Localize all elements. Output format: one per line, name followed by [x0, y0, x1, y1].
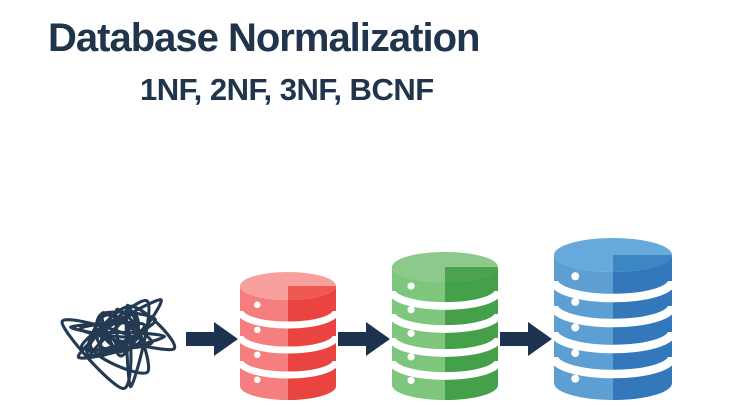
database-blue-icon [554, 238, 672, 400]
page-subtitle: 1NF, 2NF, 3NF, BCNF [140, 72, 434, 107]
right-arrow-icon [338, 320, 390, 358]
page-title: Database Normalization [48, 16, 480, 60]
normalization-flow-diagram [52, 238, 672, 400]
right-arrow-icon [186, 320, 238, 358]
database-green-icon [392, 252, 498, 400]
database-red-icon [240, 272, 336, 400]
tangled-scribble-icon [52, 268, 184, 400]
right-arrow-icon [500, 320, 552, 358]
